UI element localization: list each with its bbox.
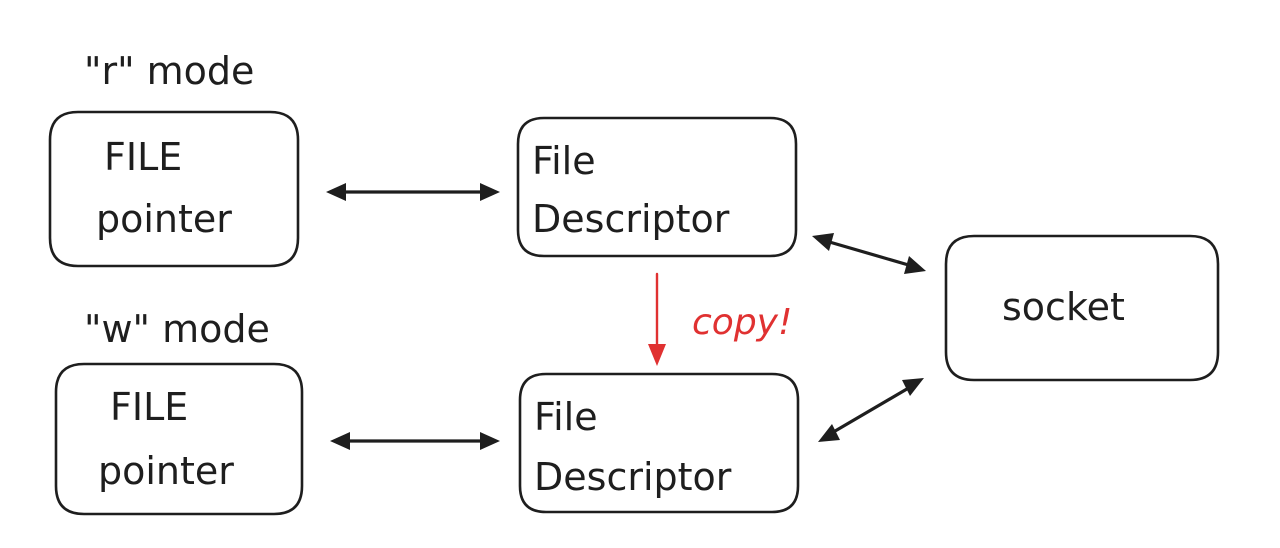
w-descriptor-socket-arrow (818, 378, 924, 442)
w-file-pointer-line2: pointer (98, 449, 234, 493)
r-file-descriptor-line2: Descriptor (532, 197, 730, 241)
r-mode-label: "r" mode (84, 49, 254, 93)
w-file-pointer-box: FILE pointer (54, 362, 304, 516)
r-file-descriptor-box: File Descriptor (516, 116, 798, 258)
r-file-pointer-line2: pointer (96, 197, 232, 241)
w-file-descriptor-box: File Descriptor (518, 372, 800, 514)
w-pointer-descriptor-arrow (330, 432, 500, 450)
socket-label: socket (1002, 285, 1125, 329)
r-file-pointer-line1: FILE (104, 135, 182, 179)
w-file-descriptor-line1: File (534, 395, 598, 439)
copy-arrow (648, 272, 666, 366)
w-mode-label: "w" mode (84, 307, 270, 351)
copy-label: copy! (692, 302, 792, 343)
r-file-pointer-box: FILE pointer (48, 110, 300, 268)
r-pointer-descriptor-arrow (326, 183, 500, 201)
w-file-pointer-line1: FILE (110, 385, 188, 429)
w-file-descriptor-line2: Descriptor (534, 455, 732, 499)
socket-box: socket (944, 234, 1220, 382)
r-descriptor-socket-arrow (812, 233, 926, 274)
r-file-descriptor-line1: File (532, 139, 596, 183)
